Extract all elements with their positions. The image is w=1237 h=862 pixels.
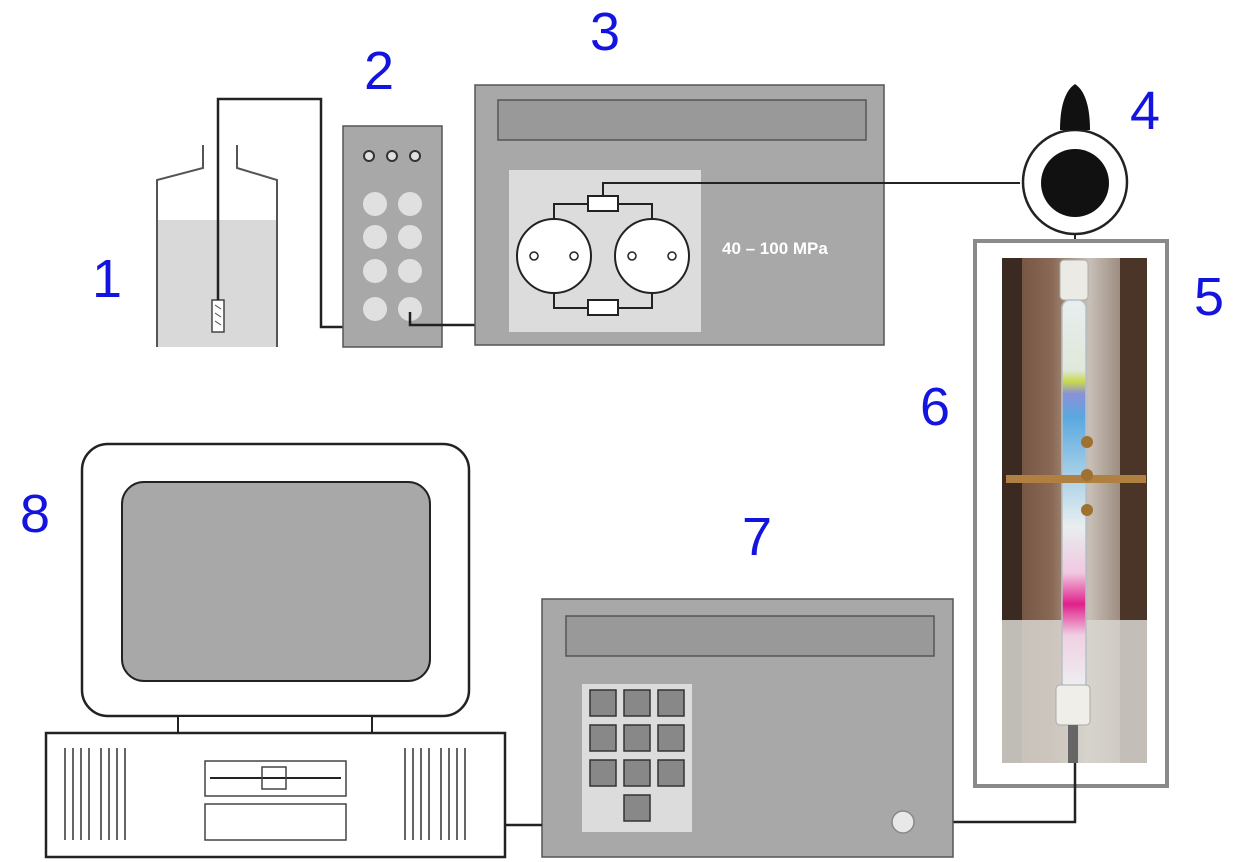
label-injector: 4 — [1130, 84, 1160, 138]
drive-bay — [205, 804, 346, 840]
check-valve-outlet — [588, 196, 618, 211]
injector-handle — [1060, 84, 1090, 130]
label-pump: 3 — [590, 5, 620, 59]
inlet-filter — [212, 300, 224, 332]
pump-display — [498, 100, 866, 140]
detector-display — [566, 616, 934, 656]
piston-head-left — [517, 219, 591, 293]
computer — [46, 444, 505, 857]
label-detector: 7 — [742, 510, 772, 564]
label-degasser: 2 — [364, 44, 394, 98]
pump-pressure-label: 40 – 100 MPa — [722, 239, 828, 259]
injector — [1023, 84, 1127, 252]
label-computer: 8 — [20, 487, 50, 541]
label-reservoir: 1 — [92, 252, 122, 306]
monitor-screen — [122, 482, 430, 681]
hplc-pump — [475, 85, 1020, 345]
hplc-column — [1002, 258, 1147, 763]
detector — [542, 599, 953, 857]
column-tube — [1062, 300, 1086, 690]
flow-cell-port — [892, 811, 914, 833]
label-thermostat: 5 — [1194, 270, 1224, 324]
piston-head-right — [615, 219, 689, 293]
degasser-unit — [343, 126, 442, 347]
label-column: 6 — [920, 380, 950, 434]
valve-rotor — [1041, 149, 1109, 217]
check-valve-inlet — [588, 300, 618, 315]
